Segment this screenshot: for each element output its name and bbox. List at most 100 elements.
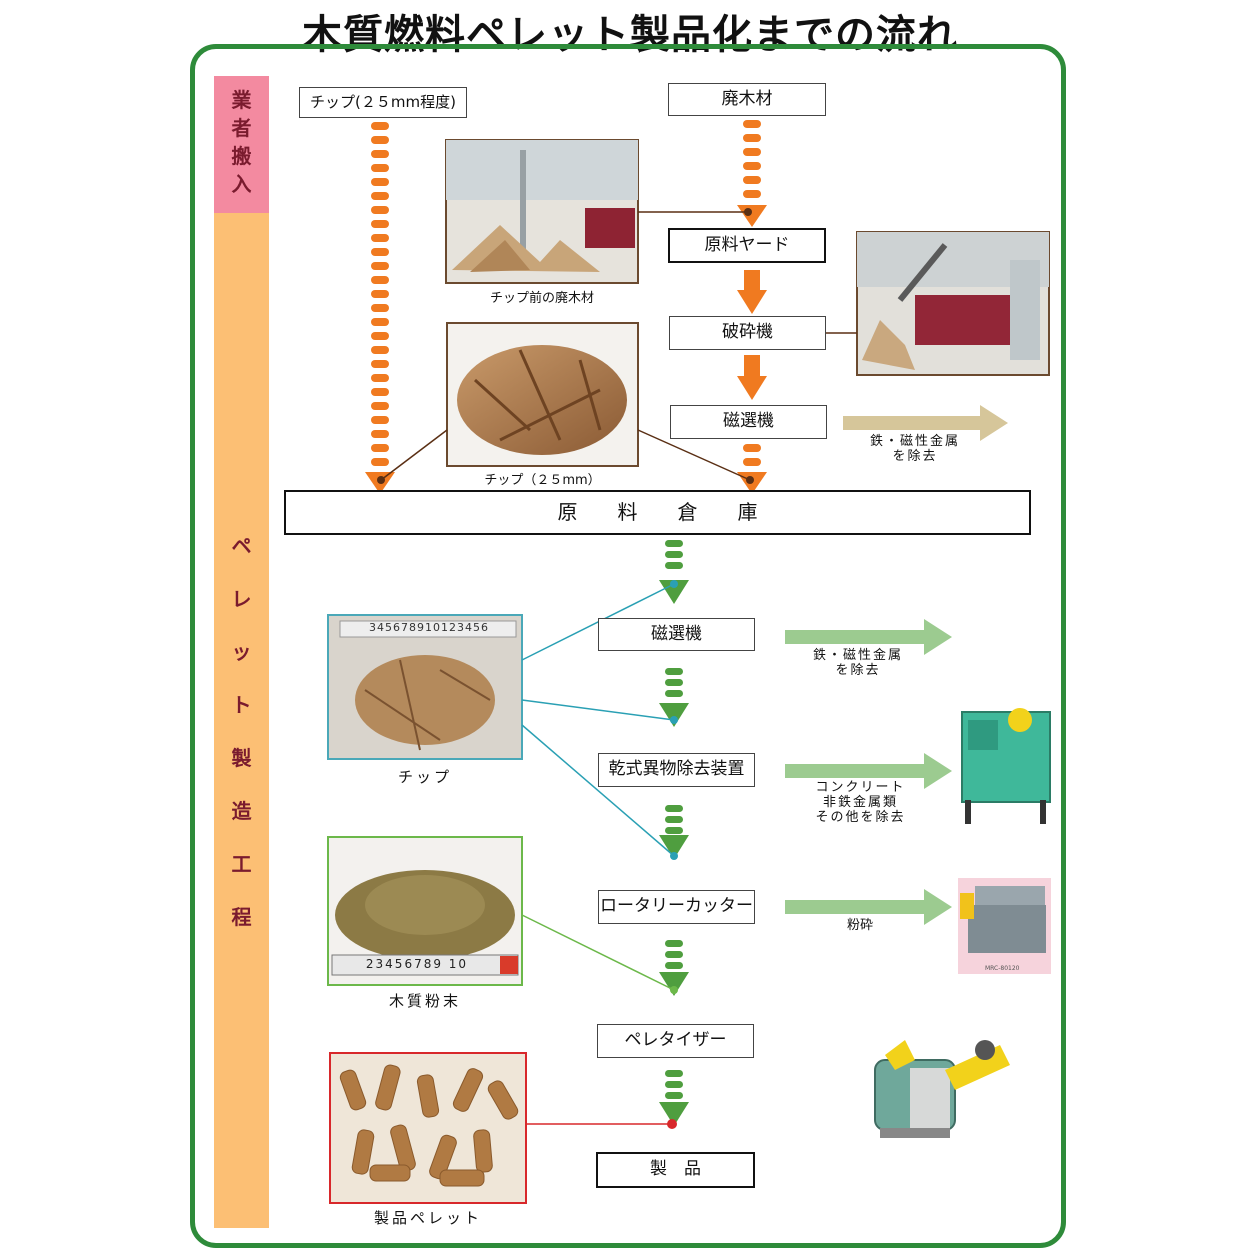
caption-waste-wood: チップ前の廃木材 bbox=[489, 291, 594, 306]
connector-chip-right bbox=[637, 429, 751, 481]
green-dash bbox=[665, 805, 683, 812]
connector-dot bbox=[670, 986, 678, 994]
note-remove-concrete: コンクリート非鉄金属類その他を除去 bbox=[815, 780, 906, 825]
orange-dash bbox=[371, 220, 389, 228]
orange-dash bbox=[743, 162, 761, 170]
green-arrowhead bbox=[659, 1102, 689, 1126]
green-dash bbox=[665, 562, 683, 569]
orange-arrowhead bbox=[737, 205, 767, 227]
orange-dash bbox=[371, 346, 389, 354]
svg-text:MRC-80120: MRC-80120 bbox=[985, 965, 1020, 972]
orange-dash bbox=[743, 190, 761, 198]
box-chip-input: チップ(２５mm程度) bbox=[299, 87, 467, 118]
orange-dash bbox=[371, 332, 389, 340]
photo-product-pellets bbox=[329, 1052, 527, 1204]
arrow-crush bbox=[785, 889, 952, 925]
box-crusher: 破砕機 bbox=[669, 316, 826, 350]
orange-dash bbox=[371, 164, 389, 172]
orange-dash bbox=[371, 150, 389, 158]
connector-dot bbox=[670, 716, 678, 724]
green-dash bbox=[665, 1081, 683, 1088]
box-pelletizer: ペレタイザー bbox=[597, 1024, 754, 1058]
green-dash bbox=[665, 816, 683, 823]
connector-dot bbox=[746, 476, 754, 484]
green-dash bbox=[665, 540, 683, 547]
orange-dash bbox=[743, 120, 761, 128]
machine-dry-remover bbox=[961, 708, 1051, 824]
box-magnet-2: 磁選機 bbox=[598, 618, 755, 651]
green-dash bbox=[665, 827, 683, 834]
orange-dash bbox=[371, 374, 389, 382]
caption-chip-25mm: チップ（２５mm） bbox=[484, 473, 601, 488]
orange-dash bbox=[371, 444, 389, 452]
note-crush: 粉砕 bbox=[846, 918, 873, 933]
green-dash bbox=[665, 551, 683, 558]
orange-dash bbox=[371, 136, 389, 144]
orange-dash bbox=[743, 458, 761, 466]
photo-crusher bbox=[856, 231, 1050, 376]
caption-wood-powder: 木質粉末 bbox=[388, 992, 461, 1010]
connector-powder-pelletizer bbox=[521, 914, 675, 991]
green-dash bbox=[665, 679, 683, 686]
band-supplier bbox=[214, 76, 269, 213]
arrow-remove-metal-1 bbox=[843, 405, 1008, 441]
box-dry-remover: 乾式異物除去装置 bbox=[598, 753, 755, 787]
orange-dash bbox=[371, 262, 389, 270]
connector-dot bbox=[670, 852, 678, 860]
band-pellet-process bbox=[214, 213, 269, 1228]
connector-chip-left bbox=[380, 429, 448, 481]
arrow-remove-concrete bbox=[785, 753, 952, 789]
orange-dash bbox=[371, 458, 389, 466]
green-dash bbox=[665, 951, 683, 958]
orange-dash bbox=[371, 122, 389, 130]
label-pellet-process: ペ レ ッ ト 製 造 工 程 bbox=[231, 534, 252, 929]
connector-dot bbox=[744, 208, 752, 216]
green-dash bbox=[665, 962, 683, 969]
photo-wood-powder bbox=[327, 836, 523, 986]
box-raw-warehouse: 原 料 倉 庫 bbox=[284, 490, 1031, 535]
caption-product-pellet: 製品ペレット bbox=[373, 1209, 482, 1227]
note-remove-metal-1: 鉄・磁性金属を除去 bbox=[869, 434, 960, 464]
orange-dash bbox=[371, 388, 389, 396]
green-arrowhead bbox=[659, 703, 689, 727]
orange-dash bbox=[371, 416, 389, 424]
orange-dash bbox=[371, 290, 389, 298]
orange-dash bbox=[371, 360, 389, 368]
orange-block bbox=[744, 270, 760, 292]
orange-dash bbox=[371, 248, 389, 256]
photo-chips-25mm bbox=[446, 322, 639, 467]
orange-dash bbox=[743, 444, 761, 452]
green-arrowhead bbox=[659, 835, 689, 859]
green-arrowhead bbox=[659, 972, 689, 996]
ruler-bottom-text: 23456789 10 bbox=[365, 957, 469, 971]
box-magnet-1: 磁選機 bbox=[670, 405, 827, 439]
box-rotary-cutter: ロータリーカッター bbox=[598, 890, 755, 924]
box-waste-wood: 廃木材 bbox=[668, 83, 826, 116]
orange-dash bbox=[371, 402, 389, 410]
photo-chip-ruler bbox=[327, 614, 523, 760]
green-dash bbox=[665, 690, 683, 697]
connector-chip-cutter bbox=[521, 724, 675, 857]
label-supplier-delivery: 業 者 搬 入 bbox=[231, 88, 252, 196]
orange-block bbox=[744, 355, 760, 377]
connector-dot bbox=[667, 1119, 677, 1129]
orange-dash bbox=[371, 276, 389, 284]
photo-waste-wood-yard bbox=[445, 139, 639, 284]
main-frame bbox=[190, 44, 1066, 1248]
green-dash bbox=[665, 1070, 683, 1077]
orange-dash bbox=[371, 192, 389, 200]
page-title: 木質燃料ペレット製品化までの流れ bbox=[302, 12, 958, 58]
green-dash bbox=[665, 940, 683, 947]
orange-dash bbox=[743, 176, 761, 184]
orange-dash bbox=[743, 134, 761, 142]
orange-dash bbox=[371, 318, 389, 326]
box-product: 製 品 bbox=[596, 1152, 755, 1188]
machine-pelletizer bbox=[874, 1040, 1010, 1138]
green-dash bbox=[665, 668, 683, 675]
green-arrowhead bbox=[659, 580, 689, 604]
green-dash bbox=[665, 1092, 683, 1099]
connector-chip-remover bbox=[521, 699, 675, 721]
orange-dash bbox=[371, 304, 389, 312]
orange-arrowhead bbox=[737, 376, 767, 400]
